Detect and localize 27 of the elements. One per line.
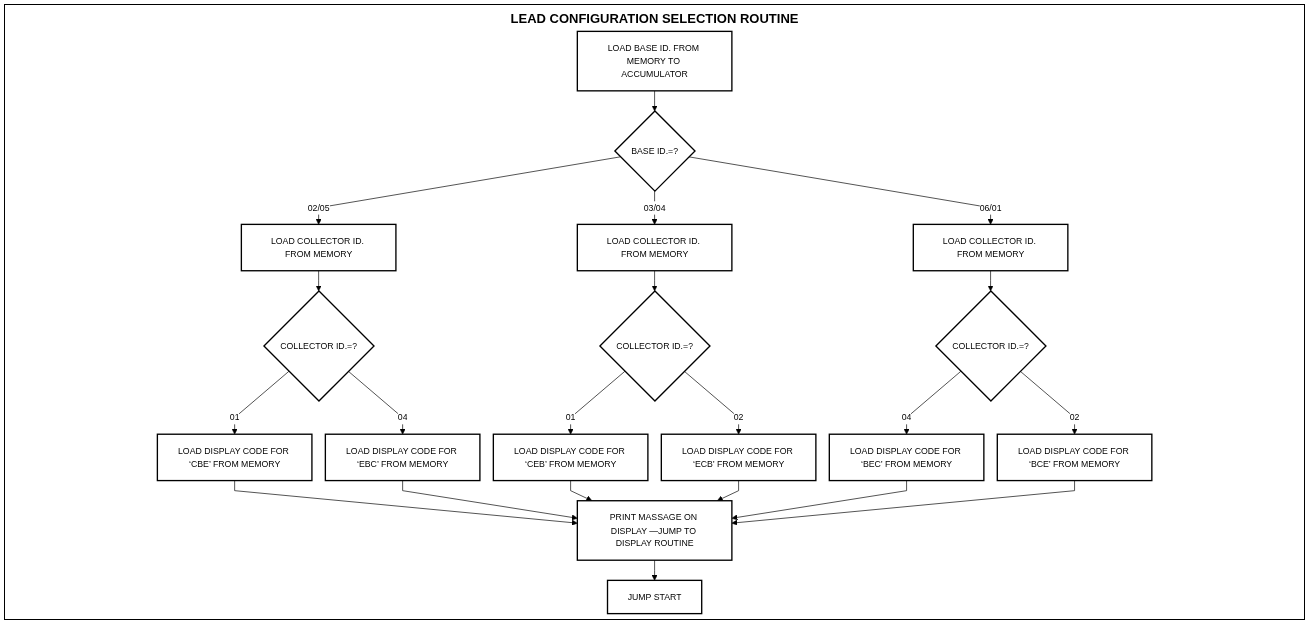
node-box [606,579,703,615]
node-diamond [262,289,375,402]
node-box [576,30,733,92]
node-diamond [613,110,696,193]
node-box [576,223,733,272]
node-box [240,223,397,272]
edge-label: 04 [397,412,408,423]
node-diamond [598,289,711,402]
edge-label: 03/04 [643,202,666,213]
node-box [912,223,1069,272]
node-box [576,500,733,561]
edge-label: 01 [565,412,576,423]
edge-label: 02/05 [307,202,330,213]
edge-label: 06/01 [979,202,1002,213]
node-box [156,433,313,482]
node-box [660,433,817,482]
edge-label: 02 [1069,412,1080,423]
diagram-frame: LEAD CONFIGURATION SELECTION ROUTINE 02/05 03/04 06/01 01 04 01 02 04 02 LOAD BASE ID. FROM MEMORY TO ACCUMULATOR BASE ID.=? LOAD COLLECTOR ID. FROM MEMORY LOAD COLLECTOR ID. FROM MEMORY LOAD COLLECTOR ID. FROM MEMORY COLLECTOR ID.=? COLLECTOR ID.=? COLLECTOR ID.=? LOAD DISPLAY CODE FOR ‘CBE’ FROM MEMORY LOAD DISPLAY CODE FOR ‘EBC’ FROM MEMORY LOAD DISPLAY CODE FOR ‘CEB’ FROM MEMORY LOAD DISPLAY CODE FOR ‘ECB’ FROM MEMORY LOAD DISPLAY CODE FOR ‘BEC’ FROM MEMORY LOAD DISPLAY CODE FOR ‘BCE’ FROM MEMORY PRINT MASSAGE ON DISPLAY —JUMP TO DISPLAY ROUTINE JUMP START [4,4,1305,620]
edge-label: 01 [229,412,240,423]
node-box [828,433,985,482]
edge-label: 02 [733,412,744,423]
node-box [996,433,1153,482]
node-box [324,433,481,482]
edge-label: 04 [901,412,912,423]
node-diamond [934,289,1047,402]
node-box [492,433,649,482]
diagram-title: LEAD CONFIGURATION SELECTION ROUTINE [510,11,799,26]
